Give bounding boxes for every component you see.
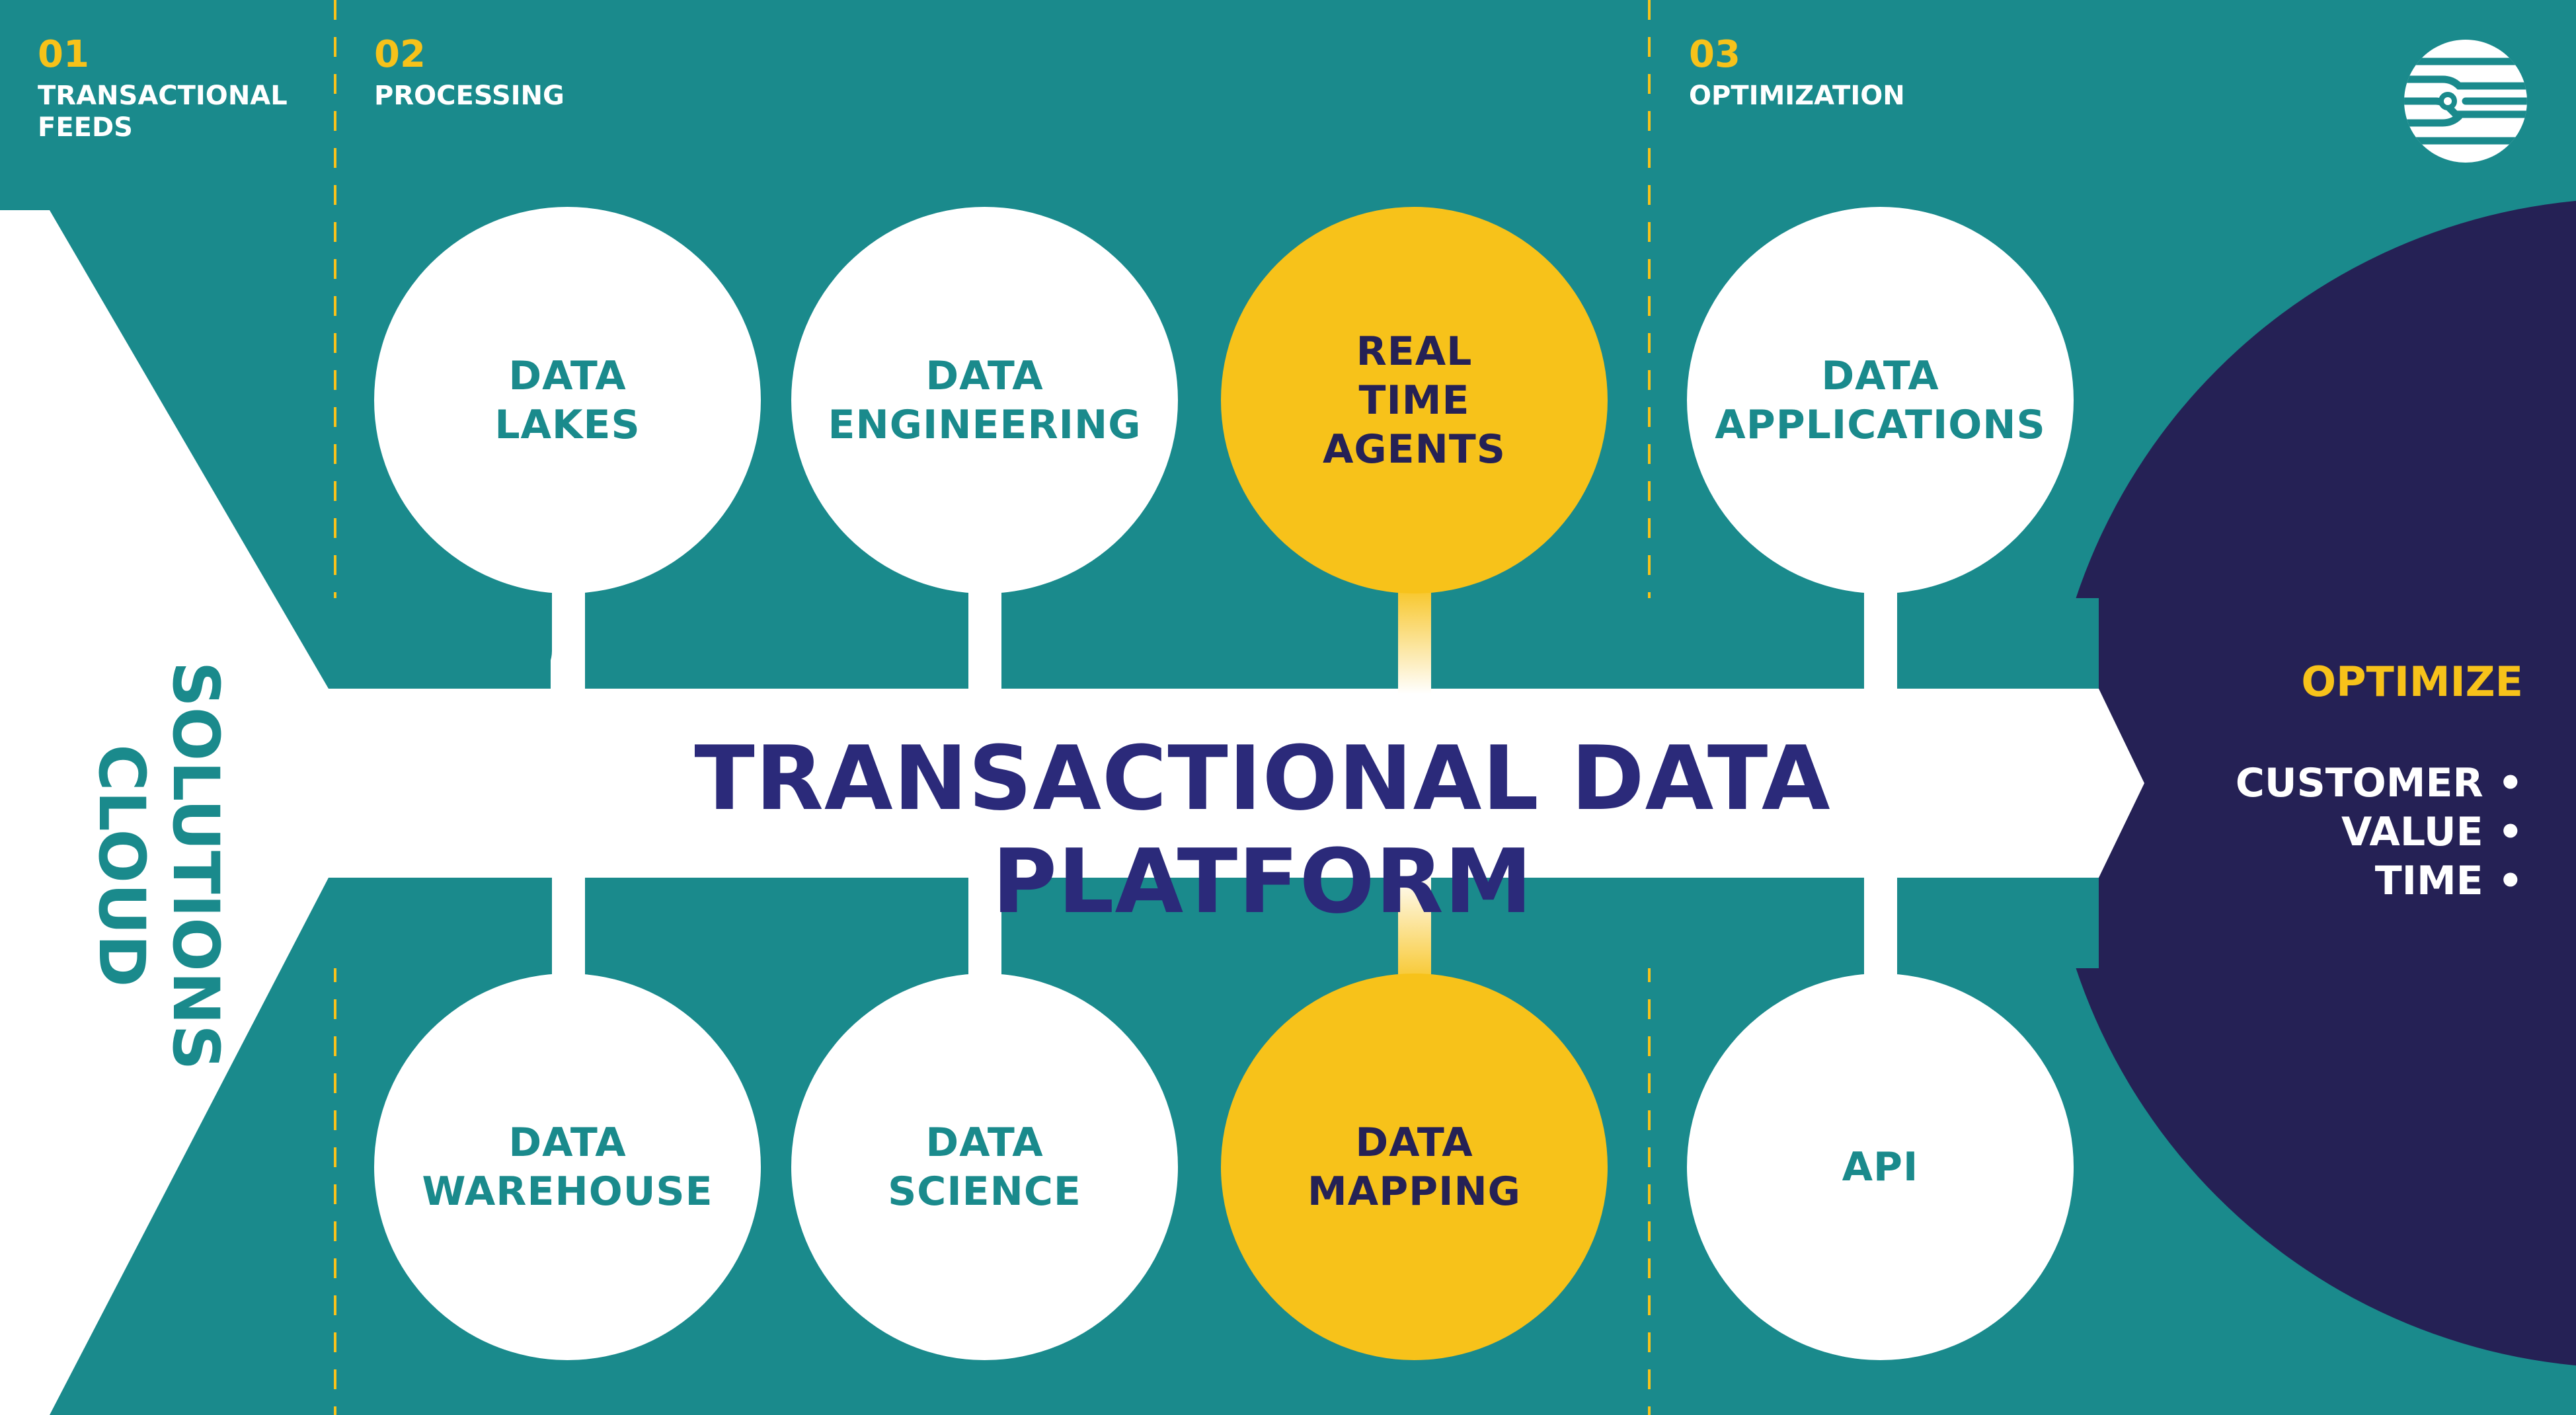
stage-number-1: 01	[38, 33, 89, 76]
stage-number-3: 03	[1689, 33, 1740, 76]
circuit-globe-icon	[2404, 40, 2527, 163]
stage-name-3: OPTIMIZATION	[1689, 81, 1905, 111]
node-label: DATA LAKES	[494, 352, 641, 448]
connector-bottom-4-stem	[1864, 872, 1897, 991]
connector-top-4-stem	[1864, 582, 1897, 694]
funnel-arrow-shape	[0, 210, 2144, 1415]
node-data-applications: DATA APPLICATIONS	[1687, 207, 2074, 593]
connector-top-2-stem	[968, 582, 1001, 694]
node-data-engineering: DATA ENGINEERING	[791, 207, 1178, 593]
optimize-item-text: VALUE	[2341, 809, 2483, 855]
bullet-icon: •	[2497, 760, 2523, 806]
bullet-icon: •	[2497, 858, 2523, 904]
connector-top-3-stem	[1398, 582, 1431, 694]
optimize-item-value: VALUE •	[2236, 808, 2523, 857]
node-data-mapping: DATA MAPPING	[1221, 974, 1608, 1360]
node-data-lakes: DATA LAKES	[374, 207, 761, 593]
node-label: DATA SCIENCE	[888, 1119, 1081, 1215]
notch-top-d	[1898, 598, 2099, 689]
node-data-warehouse: DATA WAREHOUSE	[374, 974, 761, 1360]
stage-label-1: 01 TRANSACTIONAL FEEDS	[38, 36, 302, 143]
stage-label-2: 02 PROCESSING	[374, 36, 639, 112]
optimize-item-text: TIME	[2374, 858, 2483, 904]
notch-bottom-b	[1003, 878, 1397, 968]
notch-top-a	[586, 598, 967, 689]
node-label: DATA MAPPING	[1308, 1119, 1521, 1215]
notch-bottom-e	[331, 878, 551, 968]
node-label: DATA WAREHOUSE	[422, 1119, 713, 1215]
notch-bottom-a	[586, 878, 967, 968]
optimize-heading: OPTIMIZE	[2301, 658, 2523, 706]
node-real-time-agents: REAL TIME AGENTS	[1221, 207, 1608, 593]
connector-bottom-1-stem	[552, 872, 585, 991]
connector-bottom-3-stem	[1398, 872, 1431, 991]
stage-name-1: TRANSACTIONAL FEEDS	[38, 81, 288, 143]
node-label: REAL TIME AGENTS	[1322, 328, 1506, 473]
node-api: API	[1687, 974, 2074, 1360]
optimize-list: CUSTOMER • VALUE • TIME •	[2236, 759, 2523, 905]
node-label: DATA ENGINEERING	[828, 352, 1142, 448]
connector-bottom-2-stem	[968, 872, 1001, 991]
node-label: API	[1842, 1143, 1919, 1190]
optimize-item-customer: CUSTOMER •	[2236, 759, 2523, 808]
stage-name-2: PROCESSING	[374, 81, 565, 111]
notch-top-b	[1003, 598, 1397, 689]
node-label: DATA APPLICATIONS	[1715, 352, 2046, 448]
node-data-science: DATA SCIENCE	[791, 974, 1178, 1360]
optimize-circle	[2046, 201, 2576, 1365]
connector-top-1-stem	[552, 582, 585, 694]
bullet-icon: •	[2497, 809, 2523, 855]
notch-top-c	[1432, 598, 1863, 689]
notch-top-e	[331, 598, 551, 689]
notch-bottom-d	[1898, 878, 2099, 968]
stage-number-2: 02	[374, 33, 426, 76]
stage-label-3: 03 OPTIMIZATION	[1689, 36, 1953, 112]
optimize-item-text: CUSTOMER	[2235, 760, 2483, 806]
notch-bottom-c	[1432, 878, 1863, 968]
solutions-cloud-text: SOLUTIONS CLOUD	[85, 661, 233, 1071]
platform-title: TRANSACTIONAL DATA PLATFORM	[694, 727, 1831, 933]
optimize-item-time: TIME •	[2236, 857, 2523, 905]
